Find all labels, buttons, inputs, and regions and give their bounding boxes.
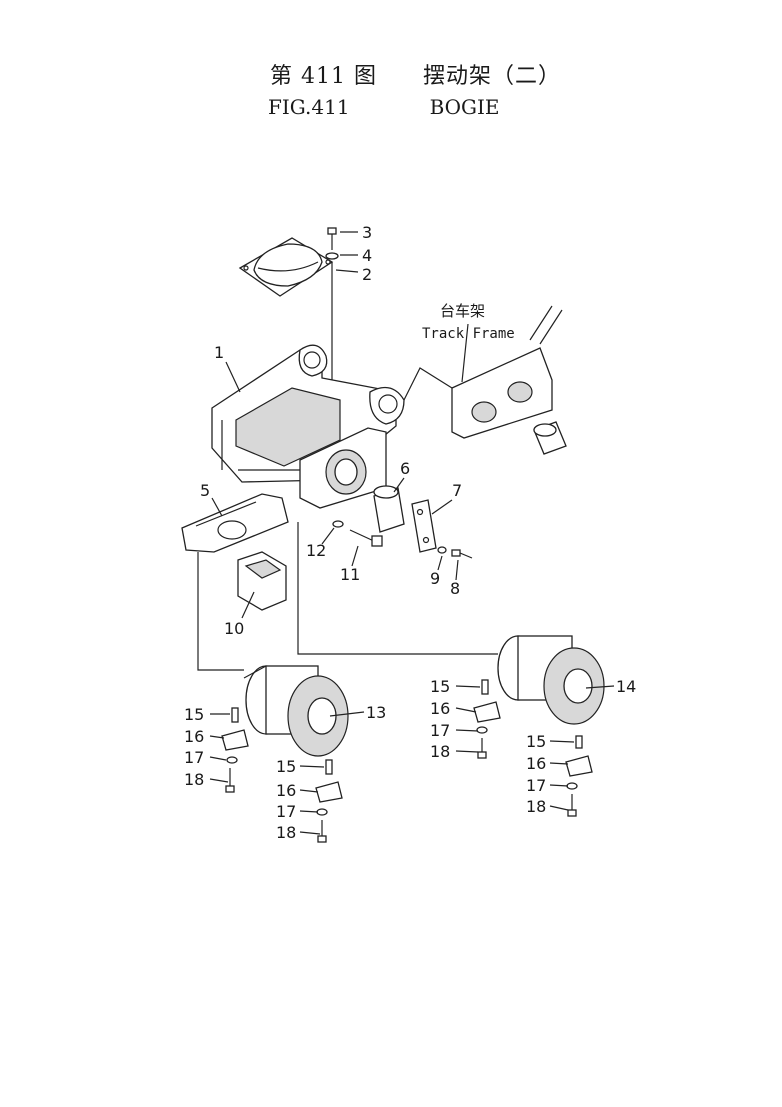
parts-15-18-set-d: [565, 735, 593, 817]
figure-number: FIG.411: [268, 95, 350, 119]
part-8-bolt: [451, 549, 473, 559]
callout-5: 5: [200, 481, 210, 500]
part-1-bogie-frame: [211, 344, 405, 509]
callout-16: 16: [276, 781, 296, 800]
callout-16: 16: [184, 727, 204, 746]
callout-15: 15: [430, 677, 450, 696]
part-12-washer: [332, 520, 344, 528]
callout-11: 11: [340, 565, 360, 584]
callout-3: 3: [362, 223, 372, 242]
part-7-plate: [411, 499, 437, 553]
title-chinese: 第 411 图 摆动架（二）: [270, 64, 561, 89]
callout-4: 4: [362, 246, 372, 265]
callout-15: 15: [184, 705, 204, 724]
callout-12: 12: [306, 541, 326, 560]
figure-name: BOGIE: [429, 95, 500, 119]
callout-8: 8: [450, 579, 460, 598]
callout-15: 15: [526, 732, 546, 751]
callout-7: 7: [452, 481, 462, 500]
callout-14: 14: [616, 677, 636, 696]
parts-15-18-set-a: [221, 707, 249, 793]
part-14-roller: [497, 635, 605, 725]
callout-15: 15: [276, 757, 296, 776]
part-9-washer: [437, 546, 447, 554]
callout-17: 17: [184, 748, 204, 767]
track-frame-label-cn: 台车架: [440, 302, 485, 320]
callout-leaders: [209, 231, 615, 835]
title-english: FIG.411 BOGIE: [268, 95, 500, 119]
parts-15-18-set-b: [315, 759, 343, 843]
track-frame-label-en: Track Frame: [422, 326, 515, 342]
callout-17: 17: [526, 776, 546, 795]
part-11-bolt: [349, 529, 383, 547]
part-3-bolt: [327, 227, 337, 250]
part-4-washer: [325, 252, 339, 260]
callout-18: 18: [430, 742, 450, 761]
part-10-bracket: [237, 551, 287, 611]
callout-17: 17: [276, 802, 296, 821]
callout-6: 6: [400, 459, 410, 478]
part-13-roller: [243, 665, 349, 757]
part-6-bushing: [373, 485, 405, 533]
callout-2: 2: [362, 265, 372, 284]
parts-15-18-set-c: [473, 679, 501, 759]
callout-16: 16: [430, 699, 450, 718]
callout-13: 13: [366, 703, 386, 722]
callout-18: 18: [184, 770, 204, 789]
callout-18: 18: [526, 797, 546, 816]
part-5-link: [181, 493, 289, 553]
callout-17: 17: [430, 721, 450, 740]
callout-10: 10: [224, 619, 244, 638]
track-frame: [451, 305, 567, 455]
callout-18: 18: [276, 823, 296, 842]
callout-9: 9: [430, 569, 440, 588]
callout-1: 1: [214, 343, 224, 362]
part-2-cover: [238, 237, 334, 297]
callout-16: 16: [526, 754, 546, 773]
